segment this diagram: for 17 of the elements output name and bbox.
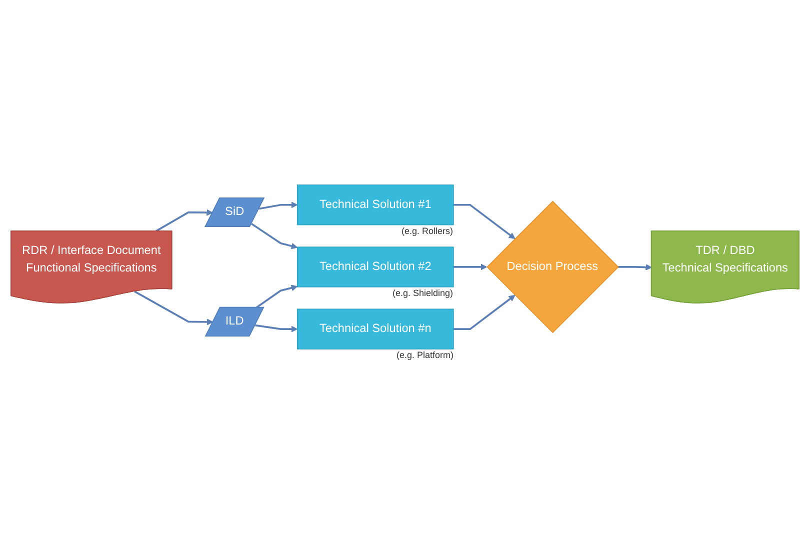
node-box [296,308,454,350]
node-box [296,246,454,288]
arrow [618,264,652,270]
node-caption: (e.g. Shielding) [392,288,454,298]
node-diamond [486,200,619,334]
arrow [453,264,488,270]
arrow [134,290,214,326]
node-caption: (e.g. Platform) [396,350,454,360]
arrow [453,204,516,240]
arrow [256,284,298,308]
arrow [259,202,298,210]
arrow [255,324,298,332]
arrow [155,209,213,232]
arrow [251,223,298,250]
arrow [453,294,516,330]
node-caption: (e.g. Rollers) [401,226,453,236]
node-box [296,184,454,226]
